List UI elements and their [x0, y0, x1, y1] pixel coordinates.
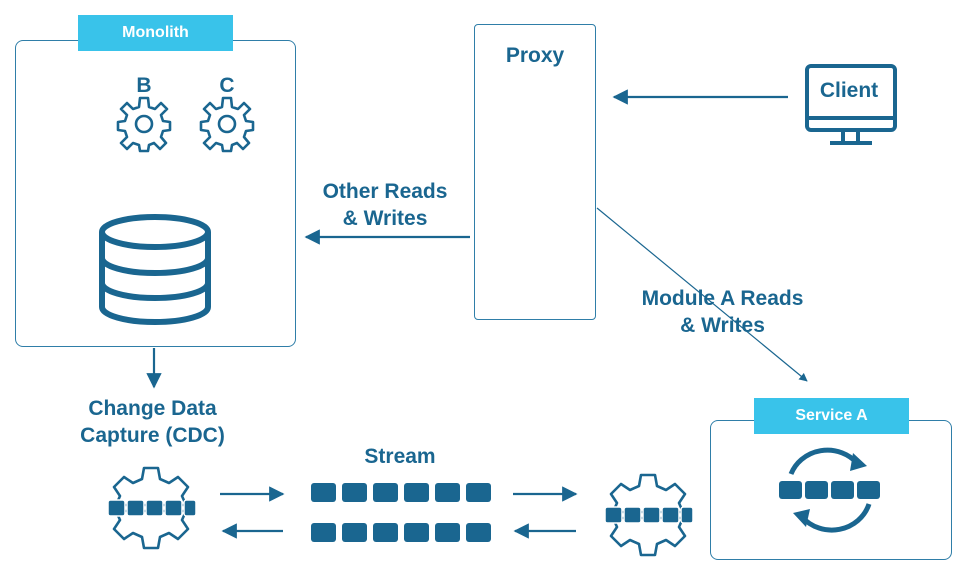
module-a-line-1: Module A Reads [641, 287, 804, 310]
gear-icon-b [116, 96, 172, 153]
module-c-label: C [219, 74, 235, 97]
database-icon [99, 214, 211, 325]
stream-queue-top-icon [311, 483, 491, 502]
proxy-title: Proxy [505, 44, 565, 67]
stream-queue-bottom-icon [311, 523, 491, 542]
cdc-connector-icon [106, 466, 198, 550]
proxy-box [474, 24, 596, 320]
cdc-line-2: Capture (CDC) [80, 424, 225, 447]
module-a-line-2: & Writes [680, 314, 765, 337]
stream-label: Stream [364, 445, 436, 468]
module-b-label: B [136, 74, 152, 97]
sync-queue-icon [779, 447, 880, 533]
monitor-icon [805, 64, 897, 145]
service-connector-icon [603, 473, 695, 557]
cdc-line-1: Change Data [88, 397, 217, 420]
gear-icon-c [199, 96, 255, 153]
monolith-tag: Monolith [78, 15, 233, 51]
other-line-2: & Writes [342, 207, 428, 230]
service-a-tag: Service A [754, 398, 909, 434]
other-reads-writes-label: Other Reads & Writes [296, 178, 474, 232]
proxy-to-service-a-arrow [596, 207, 808, 382]
other-line-1: Other Reads [322, 180, 448, 203]
cdc-label: Change Data Capture (CDC) [45, 395, 260, 449]
module-a-reads-writes-label: Module A Reads & Writes [610, 285, 835, 339]
client-label: Client [819, 79, 879, 102]
